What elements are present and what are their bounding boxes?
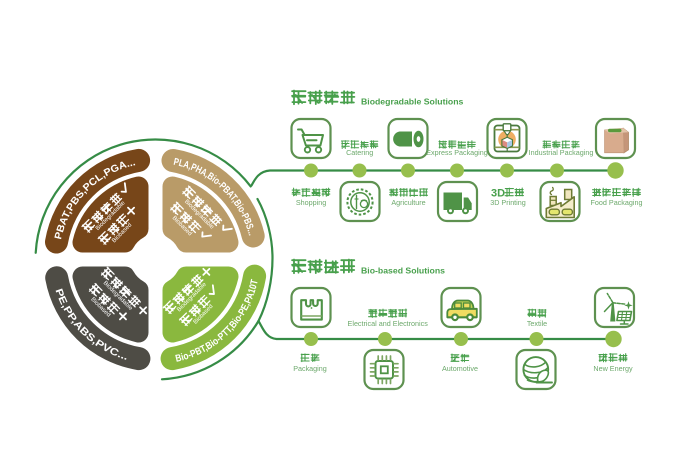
svg-text:Industrial Packaging: Industrial Packaging <box>529 148 594 157</box>
svg-text:Shopping: Shopping <box>296 198 326 207</box>
svg-text:Express Packaging: Express Packaging <box>426 148 488 157</box>
svg-text:Food Packaging: Food Packaging <box>591 198 643 207</box>
svg-text:Textile: Textile <box>527 319 547 328</box>
svg-text:Packaging: Packaging <box>293 364 327 373</box>
svg-text:3D Printing: 3D Printing <box>490 198 526 207</box>
svg-text:Biodegradable Solutions: Biodegradable Solutions <box>361 97 463 107</box>
svg-text:Agriculture: Agriculture <box>391 198 425 207</box>
svg-text:Catering: Catering <box>346 148 373 157</box>
svg-text:3D: 3D <box>491 188 505 200</box>
svg-text:Automotive: Automotive <box>442 364 478 373</box>
svg-text:Electrical and Electronics: Electrical and Electronics <box>348 319 429 328</box>
svg-text:New Energy: New Energy <box>593 364 633 373</box>
svg-text:Bio-based Solutions: Bio-based Solutions <box>361 266 445 276</box>
